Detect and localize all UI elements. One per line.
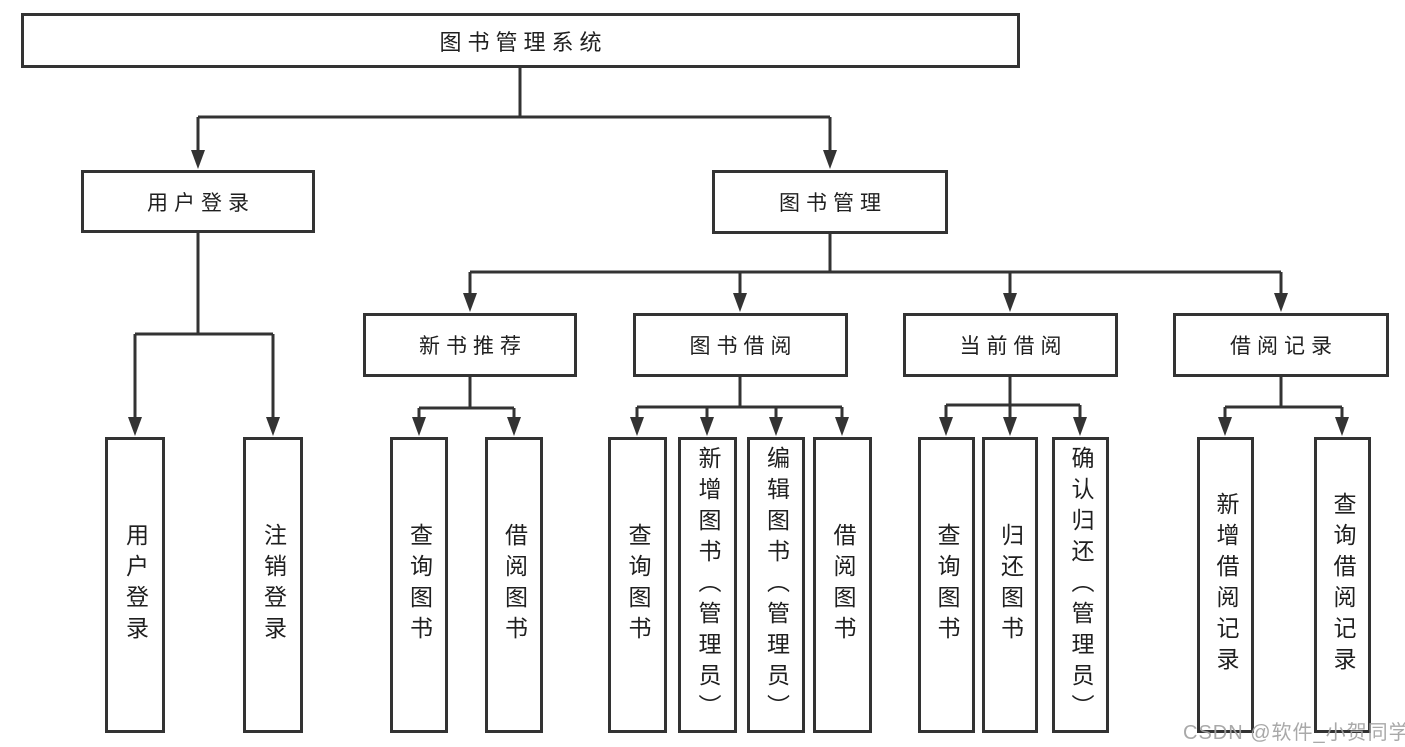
- node-label: 图书借阅: [689, 335, 798, 358]
- node-label: 图书管理系统: [439, 29, 608, 55]
- leaf-query-books-current: 查询图书: [918, 437, 975, 733]
- node-label: 图书管理: [779, 192, 887, 215]
- node-label: 用户登录: [122, 523, 149, 647]
- leaf-query-books-borrowing: 查询图书: [608, 437, 667, 733]
- node-book-borrowing: 图书借阅: [633, 313, 848, 377]
- leaf-query-books-recommend: 查询图书: [390, 437, 448, 733]
- leaf-add-borrow-record: 新增借阅记录: [1197, 437, 1254, 733]
- leaf-edit-book-admin: 编辑图书（管理员）: [747, 437, 805, 733]
- node-library-management-system: 图书管理系统: [21, 13, 1020, 68]
- node-label: 归还图书: [997, 523, 1024, 647]
- node-label: 当前借阅: [959, 335, 1068, 358]
- csdn-watermark: CSDN @软件_小贺同学: [1183, 722, 1405, 744]
- leaf-return-books: 归还图书: [982, 437, 1038, 733]
- leaf-borrow-books-recommend: 借阅图书: [485, 437, 543, 733]
- node-label: 注销登录: [260, 523, 287, 647]
- node-label: 查询图书: [406, 523, 433, 647]
- node-book-management: 图书管理: [712, 170, 948, 234]
- node-label: 新增借阅记录: [1213, 492, 1239, 678]
- node-label: 新增图书（管理员）: [695, 445, 721, 725]
- node-label: 查询图书: [625, 523, 651, 647]
- node-label: 查询借阅记录: [1330, 492, 1356, 678]
- leaf-logout: 注销登录: [243, 437, 303, 733]
- leaf-confirm-return-admin: 确认归还（管理员）: [1052, 437, 1109, 733]
- leaf-user-login: 用户登录: [105, 437, 165, 733]
- node-label: 借阅图书: [830, 523, 856, 647]
- leaf-query-borrow-record: 查询借阅记录: [1314, 437, 1371, 733]
- node-new-book-recommend: 新书推荐: [363, 313, 577, 377]
- node-borrowing-records: 借阅记录: [1173, 313, 1389, 377]
- node-label: 新书推荐: [419, 335, 527, 358]
- node-label: 借阅图书: [501, 523, 528, 647]
- leaf-borrow-books-borrowing: 借阅图书: [813, 437, 872, 733]
- node-label: 用户登录: [147, 191, 255, 215]
- node-label: 借阅记录: [1230, 335, 1338, 358]
- node-label: 确认归还（管理员）: [1068, 445, 1094, 725]
- leaf-add-book-admin: 新增图书（管理员）: [678, 437, 737, 733]
- node-label: 查询图书: [934, 523, 960, 647]
- node-current-borrowing: 当前借阅: [903, 313, 1118, 377]
- node-label: 编辑图书（管理员）: [763, 445, 790, 725]
- node-user-login: 用户登录: [81, 170, 315, 233]
